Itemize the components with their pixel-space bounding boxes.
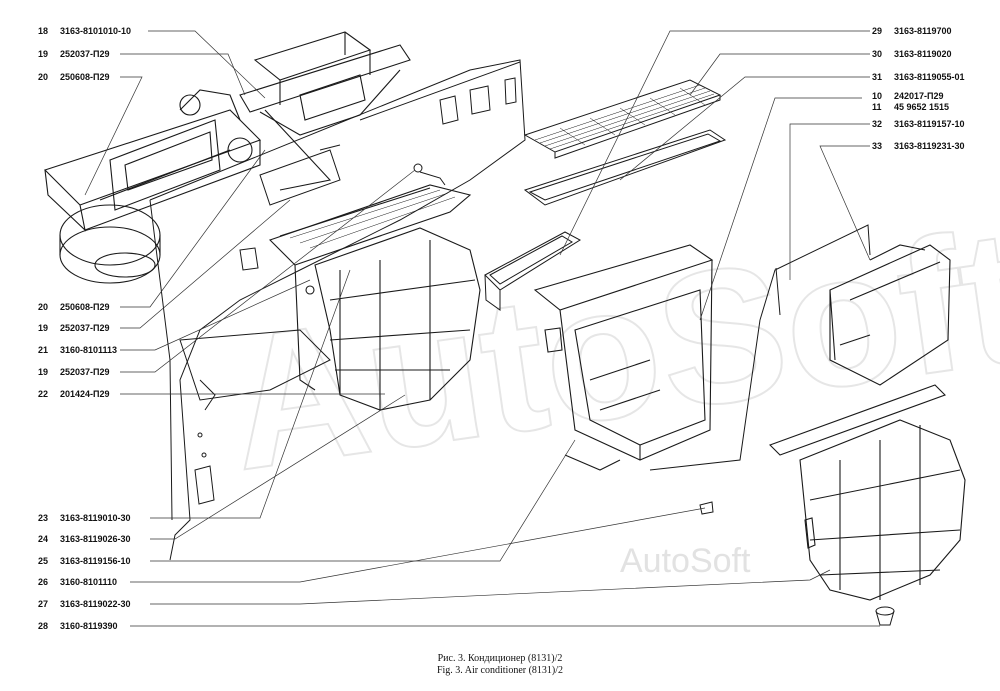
body-panel [149,59,526,561]
blower-housing-right [769,384,966,601]
blower-housing [268,184,481,411]
cabin-filter [523,79,722,159]
watermark-graphic: AutoSoft [215,188,1000,512]
cover-panel [829,244,951,386]
duct-gasket [484,231,581,311]
watermark-small: AutoSoft [620,542,751,580]
filter-seal [523,129,727,206]
figure-caption-en: Fig. 3. Air conditioner (8131)/2 [436,665,564,676]
watermark-large: AutoSoft [216,189,1000,511]
wire-harness [649,224,871,471]
small-parts [413,163,895,626]
lower-housing [533,244,714,471]
evaporator-unit [43,31,411,284]
figure-caption-ru: Рис. 3. Кондиционер (8131)/2 [437,653,563,664]
leader-lines [84,30,880,627]
